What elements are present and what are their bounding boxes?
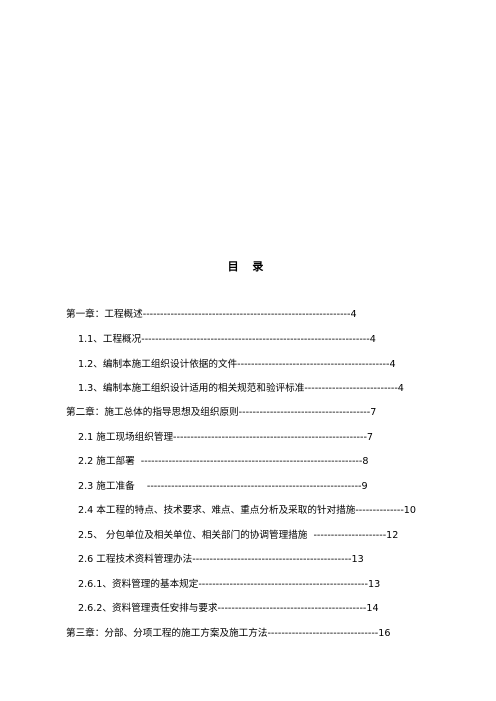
toc-entry-2-4: 2.4 本工程的特点、技术要求、难点、重点分析及采取的针对措施---------… <box>78 505 417 516</box>
toc-entry-2-2: 2.2 施工部署 -------------------------------… <box>78 456 369 467</box>
toc-entry-1-3: 1.3、编制本施工组织设计适用的相关规范和验评标准---------------… <box>78 383 404 394</box>
toc-entry-2-1: 2.1 施工现场组织管理----------------------------… <box>78 432 374 443</box>
toc-entry-2-6-2: 2.6.2、资料管理责任安排与要求-----------------------… <box>78 603 379 614</box>
toc-entry-2-6: 2.6 工程技术资料管理办法--------------------------… <box>78 554 364 565</box>
toc-entry-2-3: 2.3 施工准备 -------------------------------… <box>78 481 368 492</box>
toc-entry-1-2: 1.2、编制本施工组织设计依据的文件----------------------… <box>78 359 396 370</box>
toc-entry-1-1: 1.1、工程概况--------------------------------… <box>78 334 376 345</box>
toc-entry-chapter-1: 第一章：工程概述--------------------------------… <box>66 309 357 320</box>
toc-entry-2-6-1: 2.6.1、资料管理的基本规定-------------------------… <box>78 579 381 590</box>
toc-entry-chapter-3: 第三章：分部、分项工程的施工方案及施工方法-------------------… <box>66 628 391 639</box>
toc-entry-2-5: 2.5、 分包单位及相关单位、相关部门的协调管理措施 -------------… <box>78 530 399 541</box>
toc-title: 目 录 <box>227 260 269 273</box>
toc-entry-chapter-2: 第二章：施工总体的指导思想及组织原则----------------------… <box>66 407 377 418</box>
